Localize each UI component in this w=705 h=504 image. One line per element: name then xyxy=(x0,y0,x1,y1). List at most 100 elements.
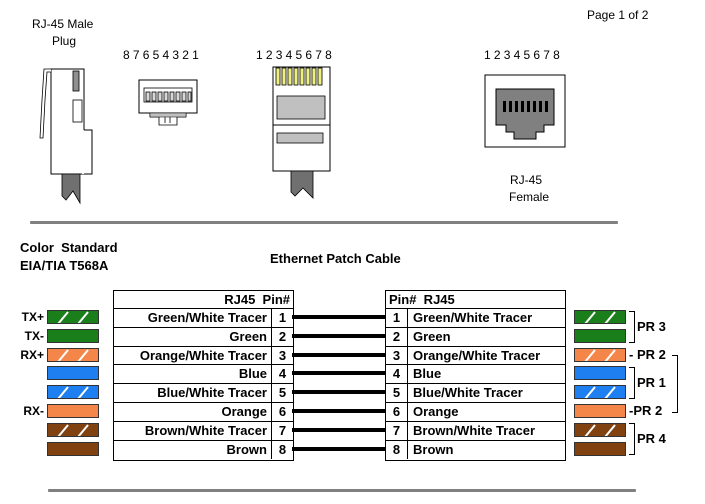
left-wire-name: Blue/White Tracer xyxy=(157,385,267,401)
left-color-swatch-blue xyxy=(47,366,99,381)
right-wire-name: Green/White Tracer xyxy=(413,310,533,325)
left-color-swatch-brown-white-tracer xyxy=(47,422,99,437)
right-table-row: 8 Brown xyxy=(386,439,565,459)
patch-wire-2 xyxy=(292,333,386,338)
right-color-swatch-blue-white-tracer xyxy=(574,385,626,400)
left-pin-number: 5 xyxy=(271,384,293,403)
right-table-row: 2 Green xyxy=(386,326,565,346)
rj45-male-plug-side-icon xyxy=(39,68,93,205)
patch-wire-6 xyxy=(292,409,386,413)
right-color-swatch-green-white-tracer xyxy=(574,310,626,324)
female-label-line1: RJ-45 xyxy=(510,173,543,187)
left-color-swatch-orange xyxy=(47,404,99,418)
right-color-swatch-brown-white-tracer xyxy=(574,422,626,437)
patch-wire-1 xyxy=(292,315,386,319)
signal-label: TX- xyxy=(24,328,44,343)
pr1-label: PR 1 xyxy=(637,375,666,390)
standard-name: EIA/TIA T568A xyxy=(20,258,109,273)
pr1-bracket xyxy=(629,367,635,399)
left-wire-name: Brown xyxy=(226,441,267,457)
right-wire-name: Orange xyxy=(413,404,459,419)
left-pin-number: 7 xyxy=(271,421,293,440)
signal-label: RX- xyxy=(23,404,44,418)
right-pin-number: 4 xyxy=(386,365,408,384)
patch-wire-4 xyxy=(292,371,386,376)
right-table-row: 7 Brown/White Tracer xyxy=(386,420,565,440)
left-pin-number: 8 xyxy=(271,440,293,459)
male-plug-label-line2: Plug xyxy=(52,34,77,48)
patch-wire-5 xyxy=(292,390,386,395)
page-indicator: Page 1 of 2 xyxy=(587,8,649,22)
left-table-header: RJ45 Pin# xyxy=(224,292,290,307)
plug-top-pin-order: 12345678 xyxy=(256,48,335,62)
left-pin-number: 1 xyxy=(271,309,293,327)
jack-pin-order: 12345678 xyxy=(484,48,563,62)
left-wire-name: Blue xyxy=(238,366,267,382)
patch-wire-7 xyxy=(292,427,386,432)
right-wire-name: Brown xyxy=(413,441,454,457)
pr2-top-label: - PR 2 xyxy=(629,347,666,362)
left-color-swatch-green xyxy=(47,328,99,343)
right-pin-number: 2 xyxy=(386,327,408,346)
pr4-bracket xyxy=(629,423,635,455)
left-table-row: Green/White Tracer 1 xyxy=(114,308,293,327)
left-wire-name: Green/White Tracer xyxy=(147,310,267,325)
top-divider xyxy=(30,221,618,224)
right-wire-name: Brown/White Tracer xyxy=(413,422,536,438)
left-pin-number: 4 xyxy=(271,365,293,384)
right-pin-number: 6 xyxy=(386,403,408,421)
right-wire-name: Orange/White Tracer xyxy=(413,347,541,363)
right-table-header: Pin# RJ45 xyxy=(389,292,455,307)
right-pin-number: 8 xyxy=(386,440,408,459)
right-color-swatch-orange-white-tracer xyxy=(574,347,626,362)
left-wire-name: Brown/White Tracer xyxy=(144,422,267,438)
right-color-swatch-green xyxy=(574,328,626,343)
right-pin-number: 3 xyxy=(386,346,408,365)
right-table-row: 1 Green/White Tracer xyxy=(386,308,565,327)
left-color-swatch-blue-white-tracer xyxy=(47,385,99,400)
female-label-line2: Female xyxy=(509,190,550,204)
signal-label: TX+ xyxy=(21,310,44,324)
right-table-row: 6 Orange xyxy=(386,402,565,421)
left-pin-number: 2 xyxy=(271,327,293,346)
patch-wire-3 xyxy=(292,352,386,357)
left-color-swatch-orange-white-tracer xyxy=(47,347,99,362)
left-wire-name: Orange xyxy=(221,404,267,419)
left-wire-name: Green xyxy=(229,328,267,344)
right-pin-number: 7 xyxy=(386,421,408,440)
pr4-label: PR 4 xyxy=(637,431,666,446)
pr3-bracket xyxy=(629,311,635,343)
right-color-swatch-blue xyxy=(574,366,626,381)
right-table-row: 3 Orange/White Tracer xyxy=(386,345,565,365)
right-wire-name: Green xyxy=(413,328,451,344)
pr2-bracket xyxy=(672,355,678,413)
pr2-bottom-label: -PR 2 xyxy=(629,403,663,418)
right-wire-name: Blue/White Tracer xyxy=(413,385,523,401)
right-wire-name: Blue xyxy=(413,366,442,382)
male-plug-label-line1: RJ-45 Male xyxy=(32,17,94,31)
right-table-row: 4 Blue xyxy=(386,364,565,384)
cable-title: Ethernet Patch Cable xyxy=(270,251,401,266)
left-wire-name: Orange/White Tracer xyxy=(139,347,267,363)
standard-title: Color Standard xyxy=(20,240,118,255)
left-color-swatch-brown xyxy=(47,441,99,456)
rj45-plug-top-icon xyxy=(272,66,331,199)
left-table-row: Orange 6 xyxy=(114,402,293,421)
right-pin-number: 1 xyxy=(386,309,408,327)
right-color-swatch-brown xyxy=(574,441,626,456)
patch-wire-8 xyxy=(292,446,386,451)
left-pin-number: 6 xyxy=(271,403,293,421)
signal-label: RX+ xyxy=(20,347,44,362)
rj45-female-jack-icon xyxy=(484,74,566,148)
left-pin-number: 3 xyxy=(271,346,293,365)
left-color-swatch-green-white-tracer xyxy=(47,310,99,324)
